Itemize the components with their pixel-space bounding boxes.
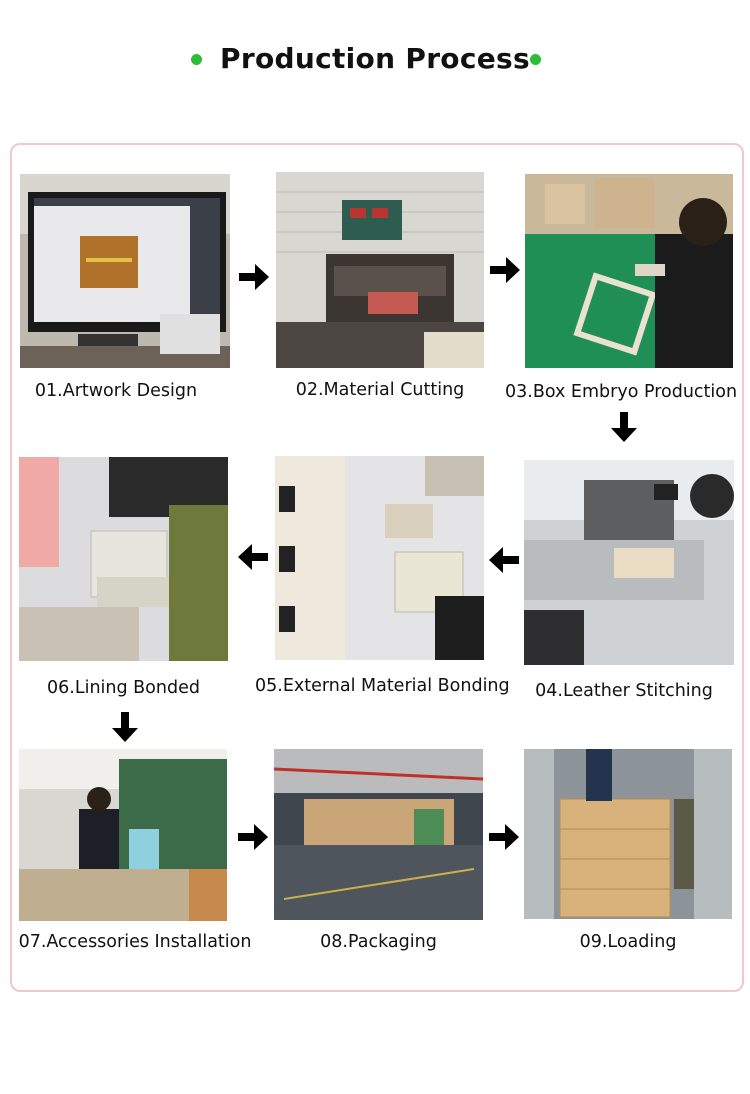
step-label: 02.Material Cutting	[295, 380, 465, 400]
step-label: 07.Accessories Installation	[18, 932, 252, 952]
workshop-accessories-photo	[19, 749, 227, 921]
arrow-right-icon	[237, 260, 271, 294]
page-header: Production Process	[0, 40, 750, 80]
page-title: Production Process	[220, 42, 530, 75]
box-bonding-photo	[275, 456, 484, 660]
warehouse-cartons-photo	[274, 749, 483, 920]
container-loading-photo	[524, 749, 732, 919]
sewing-machine-photo	[524, 460, 734, 665]
process-frame	[10, 143, 744, 992]
green-dot-icon	[530, 54, 541, 65]
step-label: 06.Lining Bonded	[47, 678, 200, 698]
arrow-right-icon	[487, 820, 521, 854]
arrow-down-icon	[108, 710, 142, 744]
cutting-machine-photo	[276, 172, 484, 368]
step-label: 09.Loading	[579, 932, 677, 952]
step-label: 08.Packaging	[320, 932, 437, 952]
step-label: 05.External Material Bonding	[255, 676, 510, 696]
green-dot-icon	[191, 54, 202, 65]
step-label: 03.Box Embryo Production	[505, 382, 738, 402]
step-label: 04.Leather Stitching	[535, 681, 713, 701]
arrow-right-icon	[488, 253, 522, 287]
computer-monitor-artwork-photo	[20, 174, 230, 368]
arrow-down-icon	[607, 410, 641, 444]
arrow-left-icon	[236, 540, 270, 574]
lining-gluing-photo	[19, 457, 228, 661]
arrow-right-icon	[236, 820, 270, 854]
arrow-left-icon	[487, 543, 521, 577]
worker-assembling-box-photo	[525, 174, 733, 368]
step-label: 01.Artwork Design	[34, 381, 198, 401]
